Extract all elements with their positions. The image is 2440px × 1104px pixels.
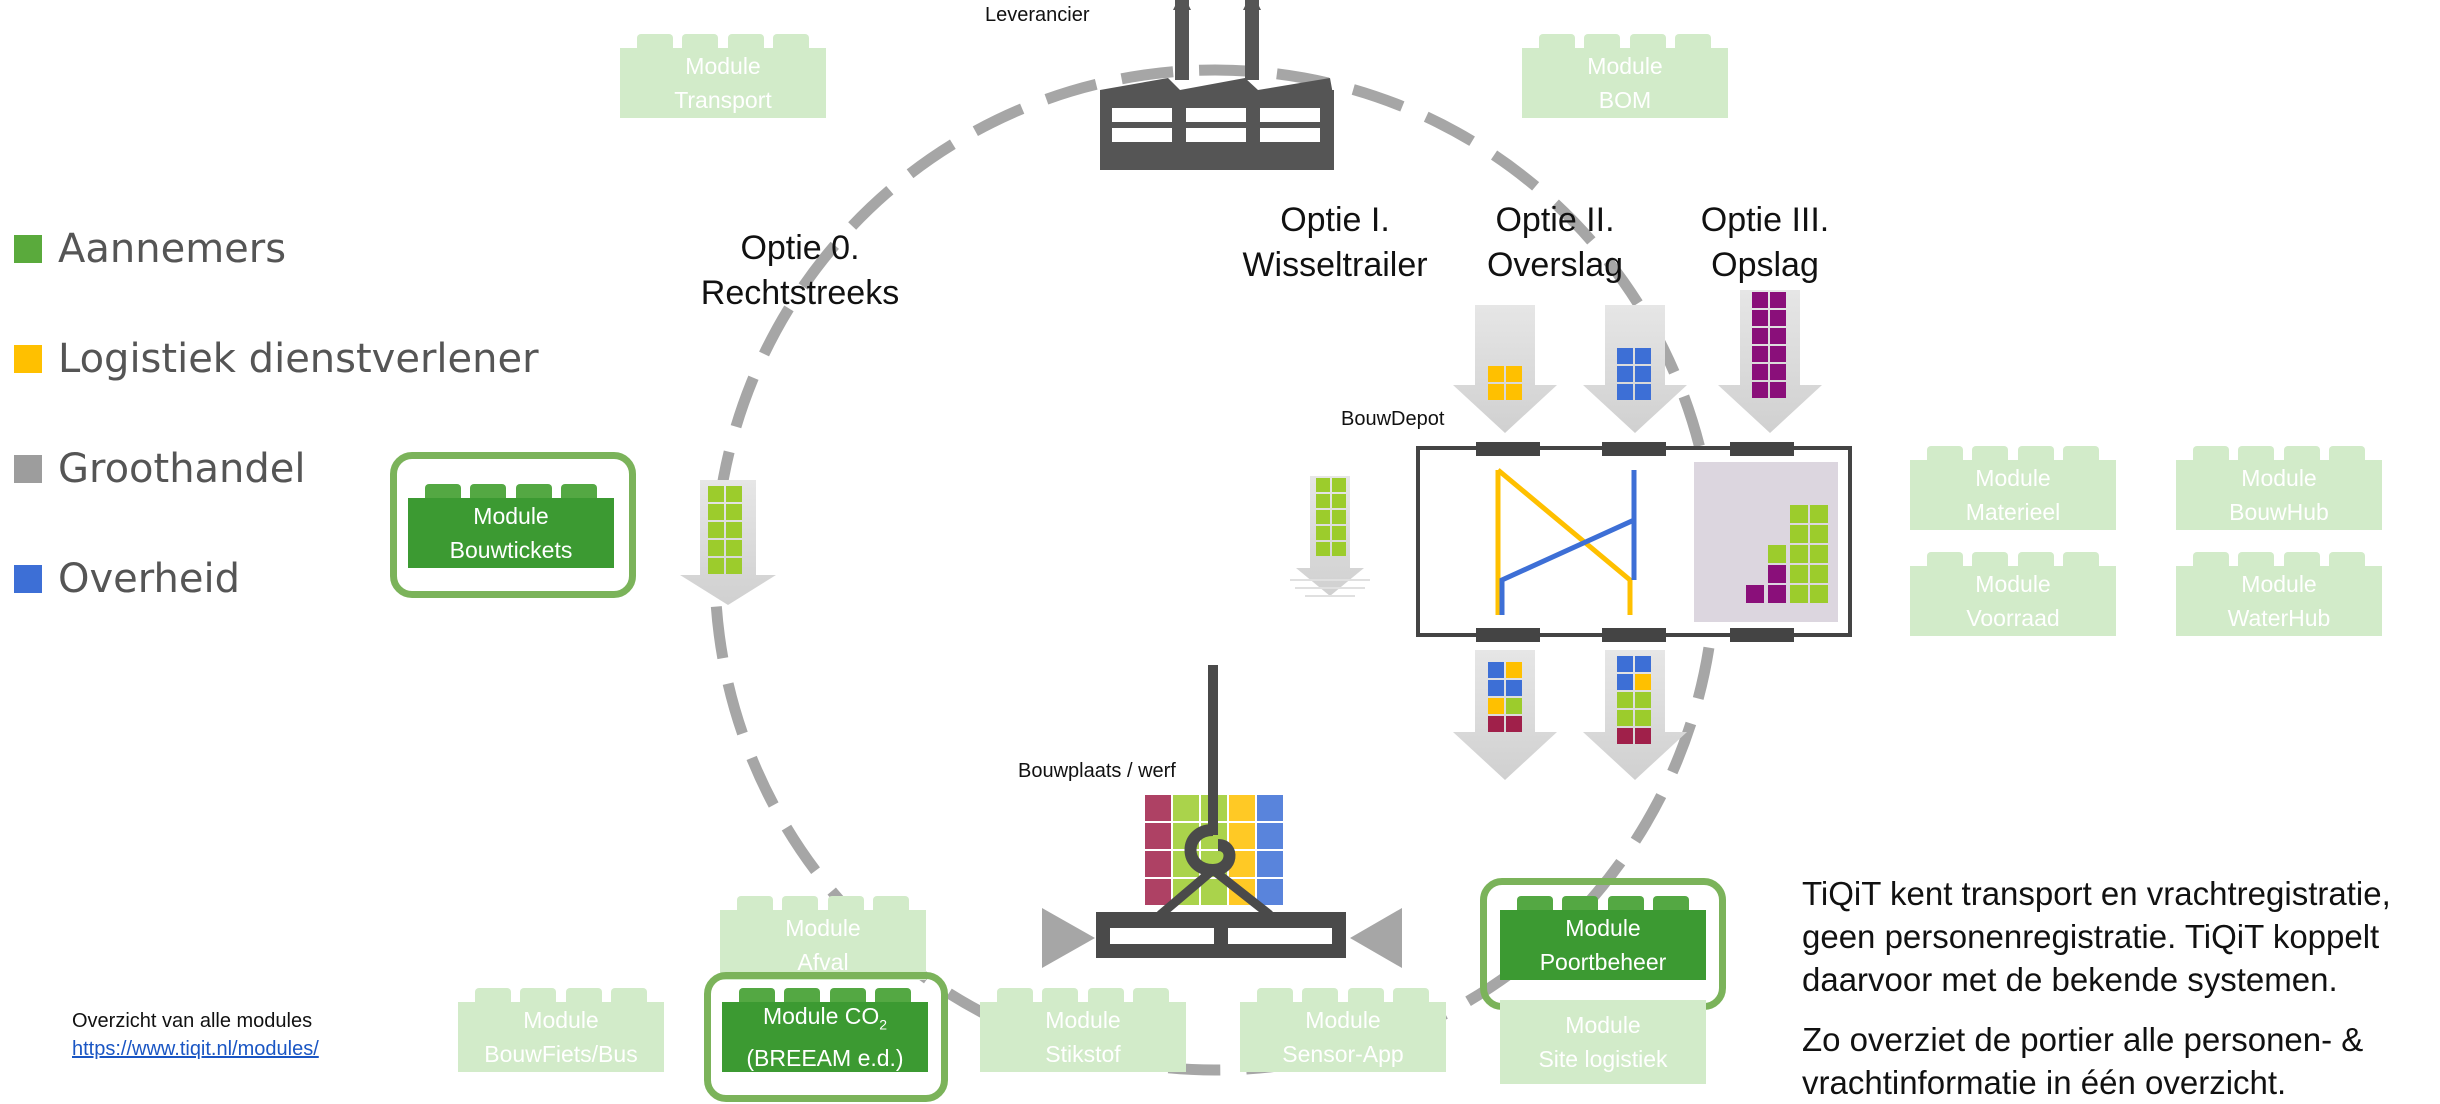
modules-link[interactable]: https://www.tiqit.nl/modules/: [72, 1038, 319, 1060]
highlight-co2: [704, 972, 948, 1102]
legend-swatch: [14, 345, 42, 373]
arrow-head-right: [1350, 908, 1402, 968]
option-2-title: Optie II.Overslag: [1486, 201, 1624, 284]
legend-item-logistiek: Logistiek dienstverlener: [14, 336, 539, 382]
option-1-title: Optie I.Wisseltrailer: [1242, 201, 1428, 284]
depot-label: BouwDepot: [1341, 408, 1445, 430]
arrow-head-left: [1042, 908, 1095, 968]
legend-item-groothandel: Groothandel: [14, 446, 306, 492]
supplier-label: Leverancier: [985, 4, 1090, 26]
overview-label: Overzicht van alle modules: [72, 1010, 313, 1032]
legend-item-overheid: Overheid: [14, 556, 240, 602]
direct-arrow: [680, 480, 776, 605]
description-paragraph-2: Zo overziet de portier alle personen- & …: [1802, 1021, 2364, 1101]
depot-box: [1416, 442, 1852, 642]
legend-swatch: [14, 235, 42, 263]
factory-icon: [1100, 0, 1334, 170]
site-label: Bouwplaats / werf: [1018, 760, 1176, 782]
trailer-arrow: [1290, 476, 1370, 597]
option-3-title: Optie III.Opslag: [1700, 201, 1830, 284]
module-co2[interactable]: Module CO2(BREEAM e.d.): [722, 988, 928, 1072]
depot-inbound-arrows: [1453, 290, 1822, 433]
legend-swatch: [14, 455, 42, 483]
highlight-bouwtickets: [390, 452, 636, 598]
legend-swatch: [14, 565, 42, 593]
legend-item-aannemers: Aannemers: [14, 226, 286, 272]
description-paragraph-1: TiQiT kent transport en vrachtregistrati…: [1802, 875, 2391, 998]
crane-icon: [1096, 665, 1346, 958]
depot-outbound-arrows: [1453, 650, 1687, 780]
option-0-title: Optie 0.Rechtstreeks: [700, 229, 900, 312]
